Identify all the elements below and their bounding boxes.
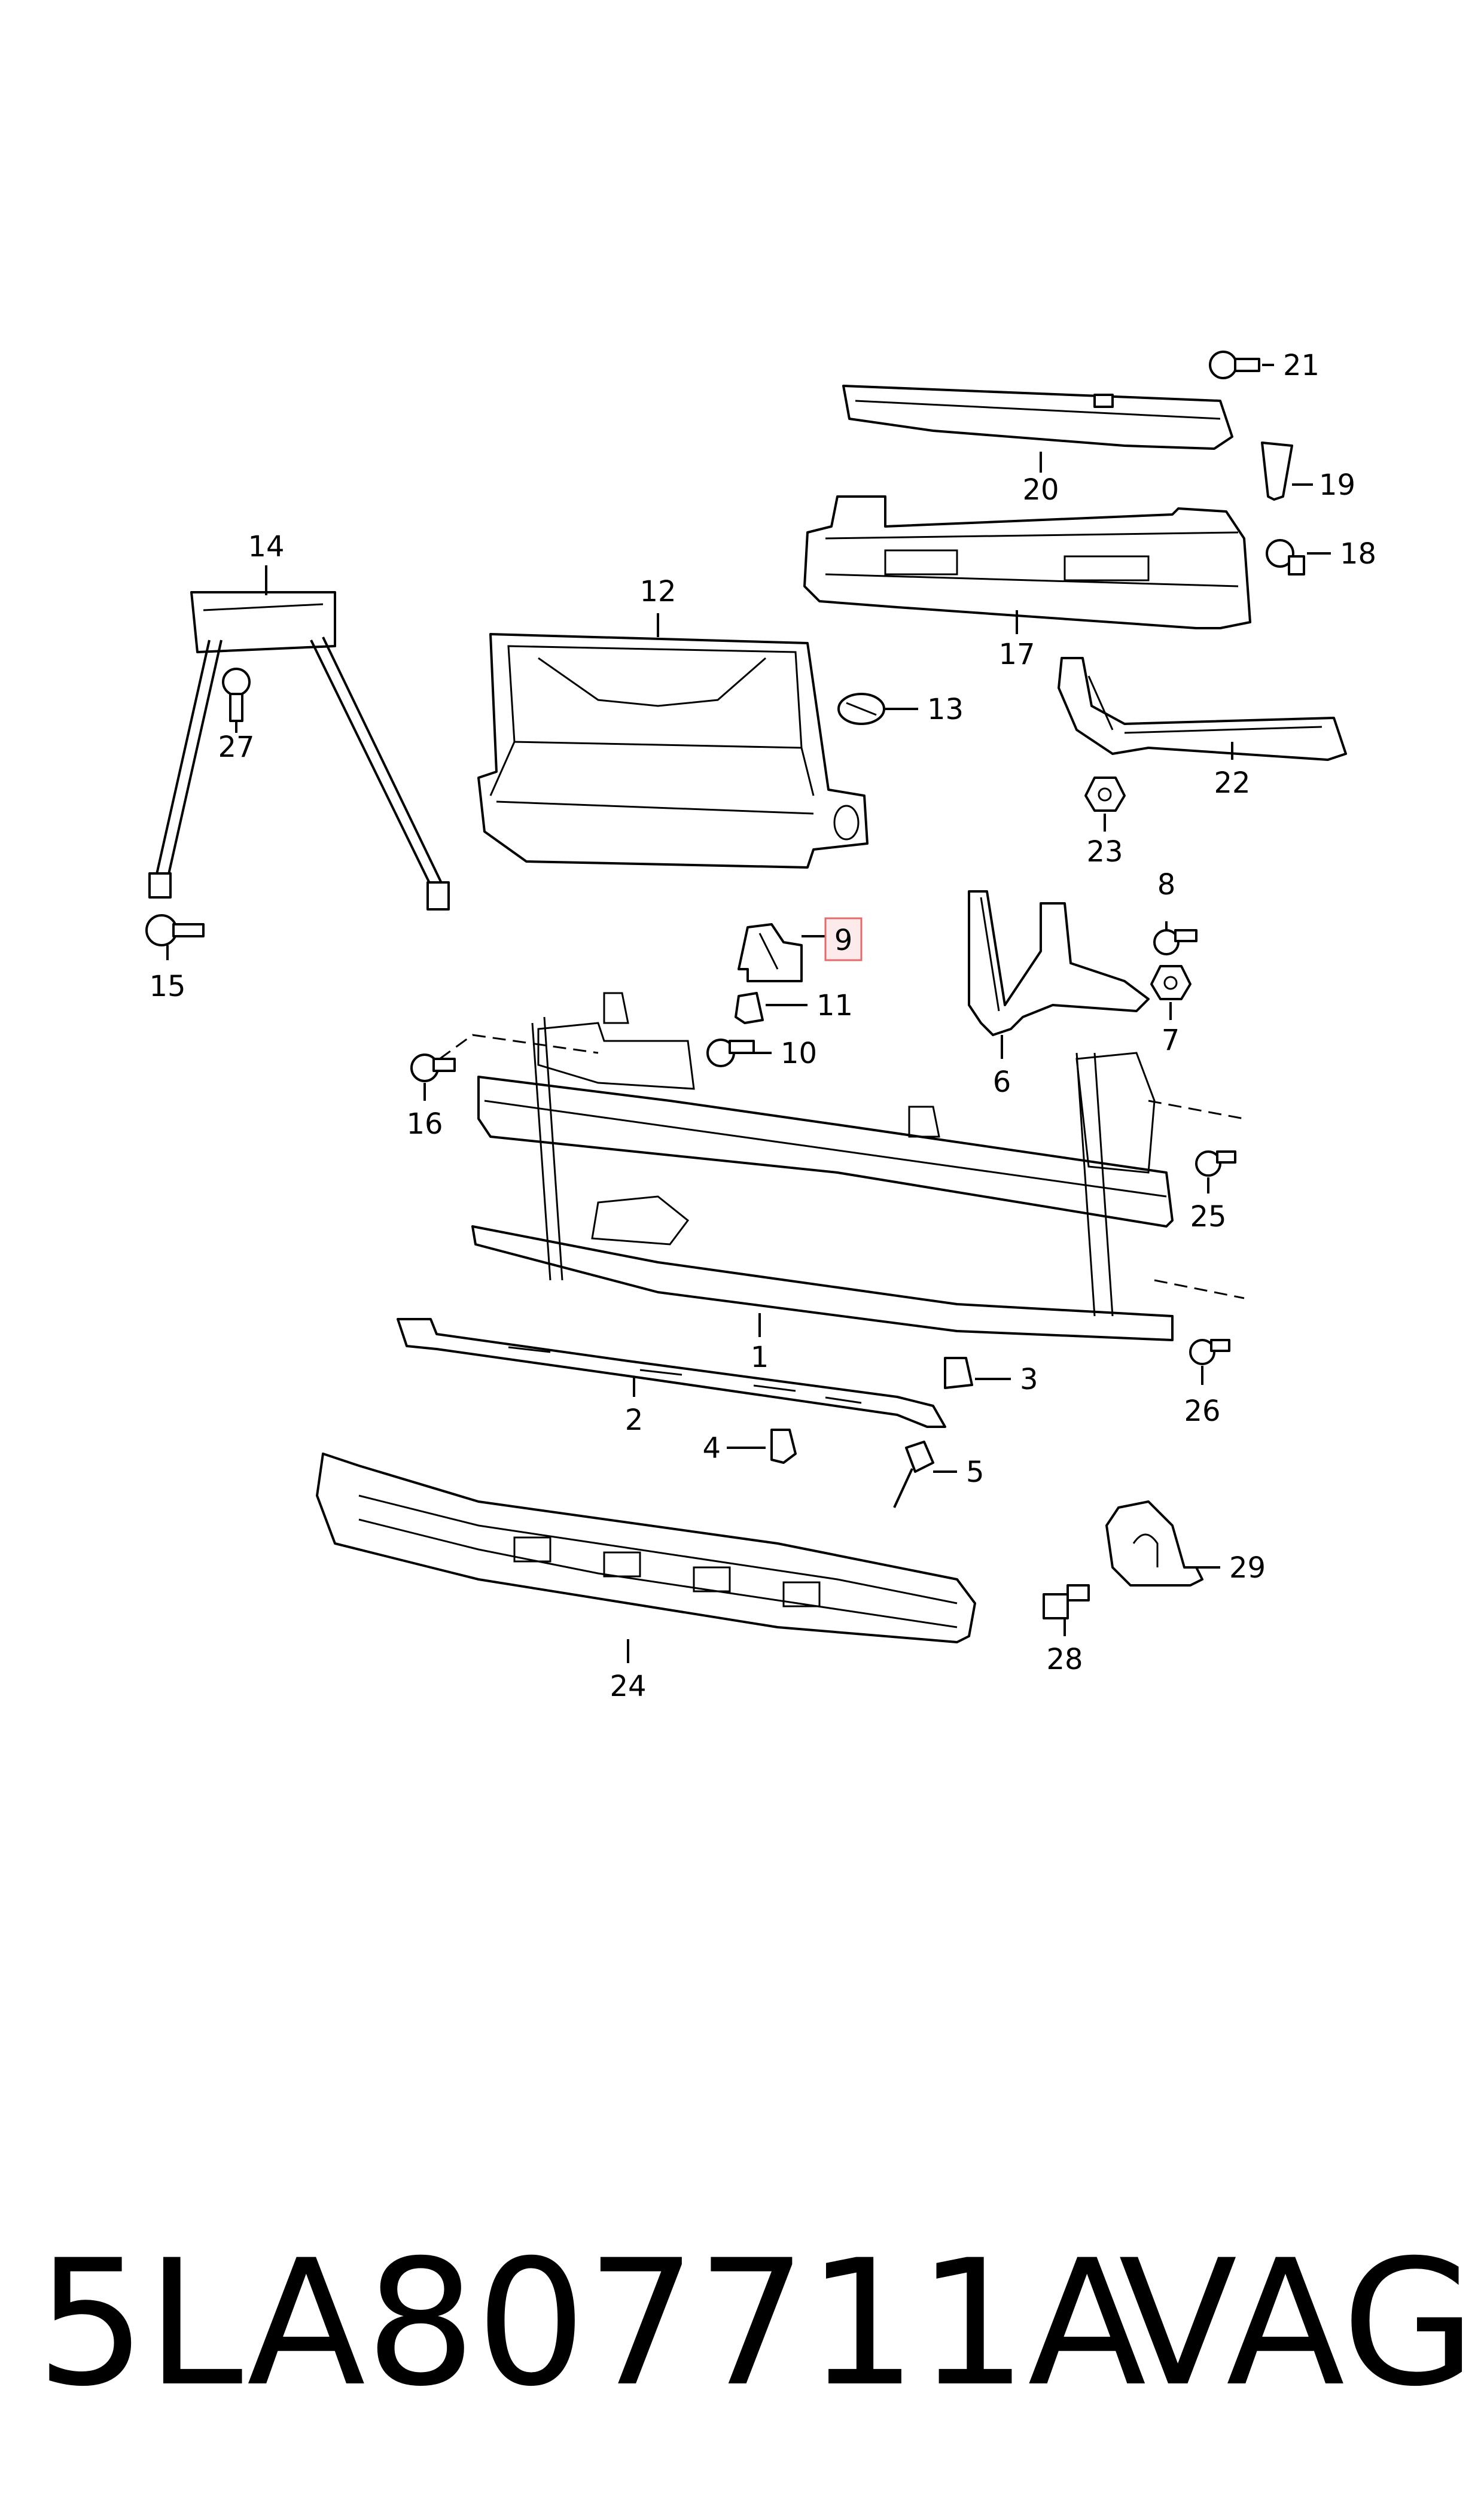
callout-1: 1 [751,1341,769,1374]
callout-17: 17 [998,638,1035,671]
part-13-clip [837,693,885,725]
part-17-crossmember [803,495,1251,629]
part-24-energy-absorber [316,1453,976,1643]
callout-18: 18 [1340,537,1376,571]
part-2-lower-strip [397,1318,946,1428]
callout-8: 8 [1157,868,1176,902]
callout-3: 3 [1020,1363,1038,1396]
part-11-clip [735,992,764,1024]
part-1-bumper-carrier [471,992,1174,1341]
callout-26: 26 [1184,1395,1220,1428]
part-9-bracket [738,923,803,982]
callout-10: 10 [781,1037,817,1070]
part-26-bolt [1189,1339,1230,1365]
callout-20: 20 [1022,473,1059,507]
callout-6: 6 [993,1065,1011,1099]
part-6-support [968,890,1150,1036]
callout-19: 19 [1319,468,1355,502]
callout-28: 28 [1046,1643,1083,1676]
part-8-bolt [1153,929,1197,955]
callout-25: 25 [1190,1200,1226,1234]
part-15-bolt [145,914,205,946]
parts-diagram: 14 27 15 12 13 20 21 [145,349,1376,1703]
callout-14: 14 [248,530,284,564]
part-5-rivet [893,1441,934,1508]
part-28-sensor [1043,1584,1090,1619]
callout-11: 11 [816,989,853,1022]
brand-label: VAG [1119,2223,1476,2425]
part-10-bolt [706,1039,755,1067]
part-20-upper-rail [842,385,1233,450]
part-27-bolt [222,668,251,722]
callout-4: 4 [702,1432,721,1465]
callout-22: 22 [1214,766,1250,800]
part-12-air-duct [477,633,869,869]
callout-12: 12 [639,575,676,608]
part-22-side-bracket [1058,657,1347,761]
callout-16: 16 [406,1107,443,1141]
callout-5: 5 [966,1456,985,1489]
callout-13: 13 [927,693,964,726]
callout-9-highlight-box[interactable] [824,917,863,961]
part-number-label: 5LA807711A [36,2223,1147,2425]
part-4-nut [770,1429,797,1464]
part-21-bolt [1209,351,1260,379]
callout-2: 2 [625,1403,644,1437]
part-23-nut [1084,777,1126,812]
part-18-bolt [1266,539,1305,576]
callout-24: 24 [610,1670,646,1703]
part-3-clip [944,1357,973,1389]
part-14-bracket [148,591,450,911]
callout-27: 27 [218,730,254,764]
part-25-bolt [1195,1150,1236,1177]
callout-7: 7 [1162,1024,1180,1057]
callout-15: 15 [149,970,185,1003]
callout-9: 9 [834,924,853,957]
part-19-sleeve [1261,442,1293,501]
part-7-nut [1150,965,1192,1000]
part-29-sensor-bracket [1105,1500,1203,1587]
callout-23: 23 [1086,835,1123,869]
callout-21: 21 [1283,349,1320,382]
part-16-bolt [410,1054,456,1082]
callout-29: 29 [1229,1551,1266,1585]
